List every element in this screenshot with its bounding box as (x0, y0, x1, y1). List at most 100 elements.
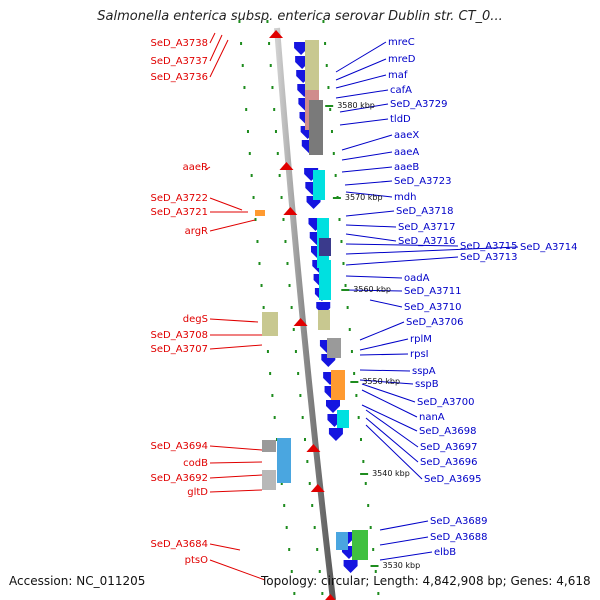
label-leader (335, 89, 389, 99)
gene-label[interactable]: SeD_A3695 (424, 474, 482, 485)
reverse-gene[interactable] (293, 318, 308, 326)
track-dot (327, 86, 330, 89)
gene-label[interactable]: SeD_A3738 (151, 38, 209, 49)
reverse-gene[interactable] (310, 484, 325, 492)
gene-block[interactable] (319, 260, 331, 300)
gene-label[interactable]: aaeB (394, 162, 419, 173)
track-dot (240, 42, 243, 45)
gene-label[interactable]: elbB (434, 547, 456, 558)
gene-label[interactable]: SeD_A3722 (151, 193, 209, 204)
gene-label[interactable]: SeD_A3689 (430, 516, 488, 527)
track-dot (357, 416, 360, 419)
gene-label[interactable]: SeD_A3721 (151, 207, 209, 218)
gene-label[interactable]: SeD_A3688 (430, 532, 488, 543)
gene-label[interactable]: SeD_A3736 (151, 72, 209, 83)
gene-block[interactable] (309, 100, 323, 155)
gene-label[interactable]: mdh (394, 192, 416, 203)
label-leader (209, 34, 223, 62)
gene-label[interactable]: codB (183, 458, 208, 469)
gene-block[interactable] (313, 170, 325, 200)
gene-label[interactable]: rpsI (410, 349, 429, 360)
track-dot (334, 174, 337, 177)
reverse-gene[interactable] (269, 30, 284, 38)
gene-block[interactable] (255, 210, 265, 216)
gene-label[interactable]: ptsO (185, 555, 208, 566)
reverse-gene[interactable] (323, 594, 337, 600)
gene-label[interactable]: aaeX (394, 130, 419, 141)
gene-label[interactable]: SeD_A3737 (151, 56, 209, 67)
gene-label[interactable]: cafA (390, 85, 412, 96)
gene-label[interactable]: SeD_A3718 (396, 206, 454, 217)
gene-label[interactable]: SeD_A3708 (151, 330, 209, 341)
gene-label[interactable]: SeD_A3684 (151, 539, 209, 550)
label-leader (341, 166, 393, 173)
label-leader (341, 151, 393, 161)
gene-block[interactable] (327, 338, 341, 358)
gene-label[interactable]: SeD_A3715 (460, 241, 518, 252)
scale-tick (370, 565, 379, 567)
forward-gene[interactable] (326, 400, 340, 413)
forward-gene[interactable] (294, 42, 309, 55)
scale-label: 3580 kbp (337, 101, 375, 110)
gene-label[interactable]: SeD_A3700 (417, 397, 475, 408)
gene-label[interactable]: SeD_A3710 (404, 302, 462, 313)
gene-label[interactable]: SeD_A3729 (390, 99, 448, 110)
track-dot (330, 130, 333, 133)
gene-label[interactable]: SeD_A3723 (394, 176, 452, 187)
gene-label[interactable]: nanA (419, 412, 445, 423)
gene-label[interactable]: sspB (415, 379, 439, 390)
gene-label[interactable]: maf (388, 70, 408, 81)
gene-label[interactable]: SeD_A3697 (420, 442, 478, 453)
label-leader (209, 318, 259, 323)
label-leader (335, 41, 387, 73)
gene-block[interactable] (319, 238, 331, 256)
gene-block[interactable] (305, 40, 319, 90)
gene-label[interactable]: gltD (187, 487, 208, 498)
gene-label[interactable]: mreC (388, 37, 415, 48)
gene-block[interactable] (262, 312, 278, 336)
label-leader (361, 404, 418, 432)
gene-label[interactable]: aaeR (183, 162, 208, 173)
forward-gene[interactable] (316, 302, 331, 315)
gene-label[interactable]: SeD_A3694 (151, 441, 209, 452)
gene-block[interactable] (337, 410, 349, 428)
reverse-gene[interactable] (306, 444, 321, 452)
gene-label[interactable]: SeD_A3696 (420, 457, 478, 468)
track-dot (273, 108, 276, 111)
track-dot (268, 42, 271, 45)
gene-label[interactable]: SeD_A3711 (404, 286, 462, 297)
scale-label: 3530 kbp (383, 561, 421, 570)
gene-block[interactable] (336, 532, 348, 550)
gene-label[interactable]: mreD (388, 54, 416, 65)
label-leader (365, 409, 419, 448)
gene-label[interactable]: sspA (412, 366, 436, 377)
gene-label[interactable]: SeD_A3716 (398, 236, 456, 247)
gene-label[interactable]: aaeA (394, 147, 419, 158)
gene-label[interactable]: SeD_A3713 (460, 252, 518, 263)
gene-block[interactable] (318, 310, 330, 330)
gene-block[interactable] (262, 470, 276, 490)
track-dot (269, 64, 272, 67)
gene-label[interactable]: degS (183, 314, 208, 325)
gene-label[interactable]: SeD_A3717 (398, 222, 456, 233)
track-dot (250, 174, 253, 177)
gene-label[interactable]: SeD_A3707 (151, 344, 209, 355)
gene-label[interactable]: SeD_A3698 (419, 426, 477, 437)
gene-label[interactable]: argR (185, 226, 208, 237)
gene-label[interactable]: rplM (410, 334, 432, 345)
gene-label[interactable]: SeD_A3714 (520, 242, 578, 253)
forward-gene[interactable] (328, 428, 343, 441)
forward-gene[interactable] (343, 560, 358, 573)
gene-block[interactable] (277, 438, 291, 483)
label-leader (345, 275, 403, 279)
label-leader (209, 344, 263, 350)
gene-label[interactable]: SeD_A3692 (151, 473, 209, 484)
gene-label[interactable]: SeD_A3706 (406, 317, 464, 328)
gene-block[interactable] (352, 530, 368, 560)
reverse-gene[interactable] (279, 162, 294, 170)
gene-label[interactable]: oadA (404, 273, 430, 284)
reverse-gene[interactable] (283, 207, 298, 215)
gene-block[interactable] (331, 370, 345, 400)
gene-block[interactable] (262, 440, 276, 452)
gene-label[interactable]: tldD (390, 114, 411, 125)
